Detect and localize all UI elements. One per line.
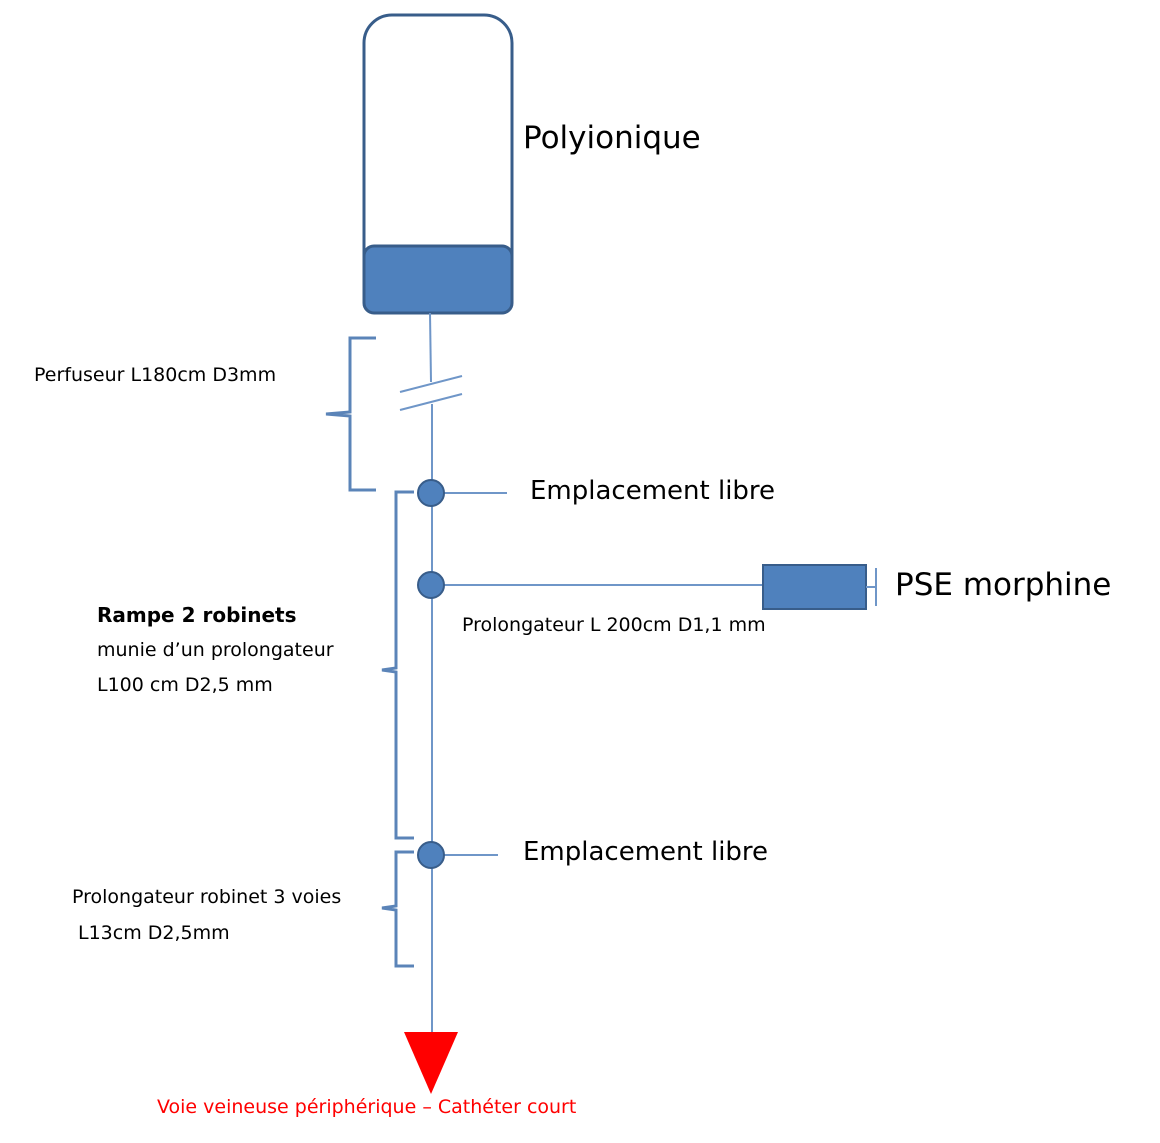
brace-prolongateur-3voies: [381, 850, 414, 968]
infusion-bag-base: [362, 244, 514, 315]
rampe-title: Rampe 2 robinets: [97, 603, 297, 627]
brace-rampe: [381, 490, 414, 840]
catheter-arrow: [404, 1032, 458, 1094]
prolongateur-3voies-line-1: Prolongateur robinet 3 voies: [72, 886, 342, 908]
brace-perfuseur: [325, 336, 376, 492]
bag-label: Polyionique: [523, 120, 701, 156]
stopcock-1: [417, 479, 445, 507]
free-slot-bottom-label: Emplacement libre: [523, 837, 769, 867]
stopcock-3: [417, 841, 445, 869]
prolongateur-pse-label: Prolongateur L 200cm D1,1 mm: [462, 614, 766, 636]
prolongateur-3voies-line-2: L13cm D2,5mm: [78, 922, 230, 944]
stopcock-2: [417, 571, 445, 599]
perfuseur-label: Perfuseur L180cm D3mm: [34, 364, 277, 386]
pse-label: PSE morphine: [895, 567, 1112, 603]
main-tubing-top: [429, 312, 432, 383]
rampe-line-2: L100 cm D2,5 mm: [97, 674, 273, 696]
free-slot-top-label: Emplacement libre: [530, 476, 776, 506]
catheter-label: Voie veineuse périphérique – Cathéter co…: [157, 1096, 577, 1118]
pse-syringe: [762, 564, 867, 610]
break-mark: [399, 375, 463, 393]
rampe-line-1: munie d’un prolongateur: [97, 639, 334, 661]
break-mark: [399, 393, 463, 411]
